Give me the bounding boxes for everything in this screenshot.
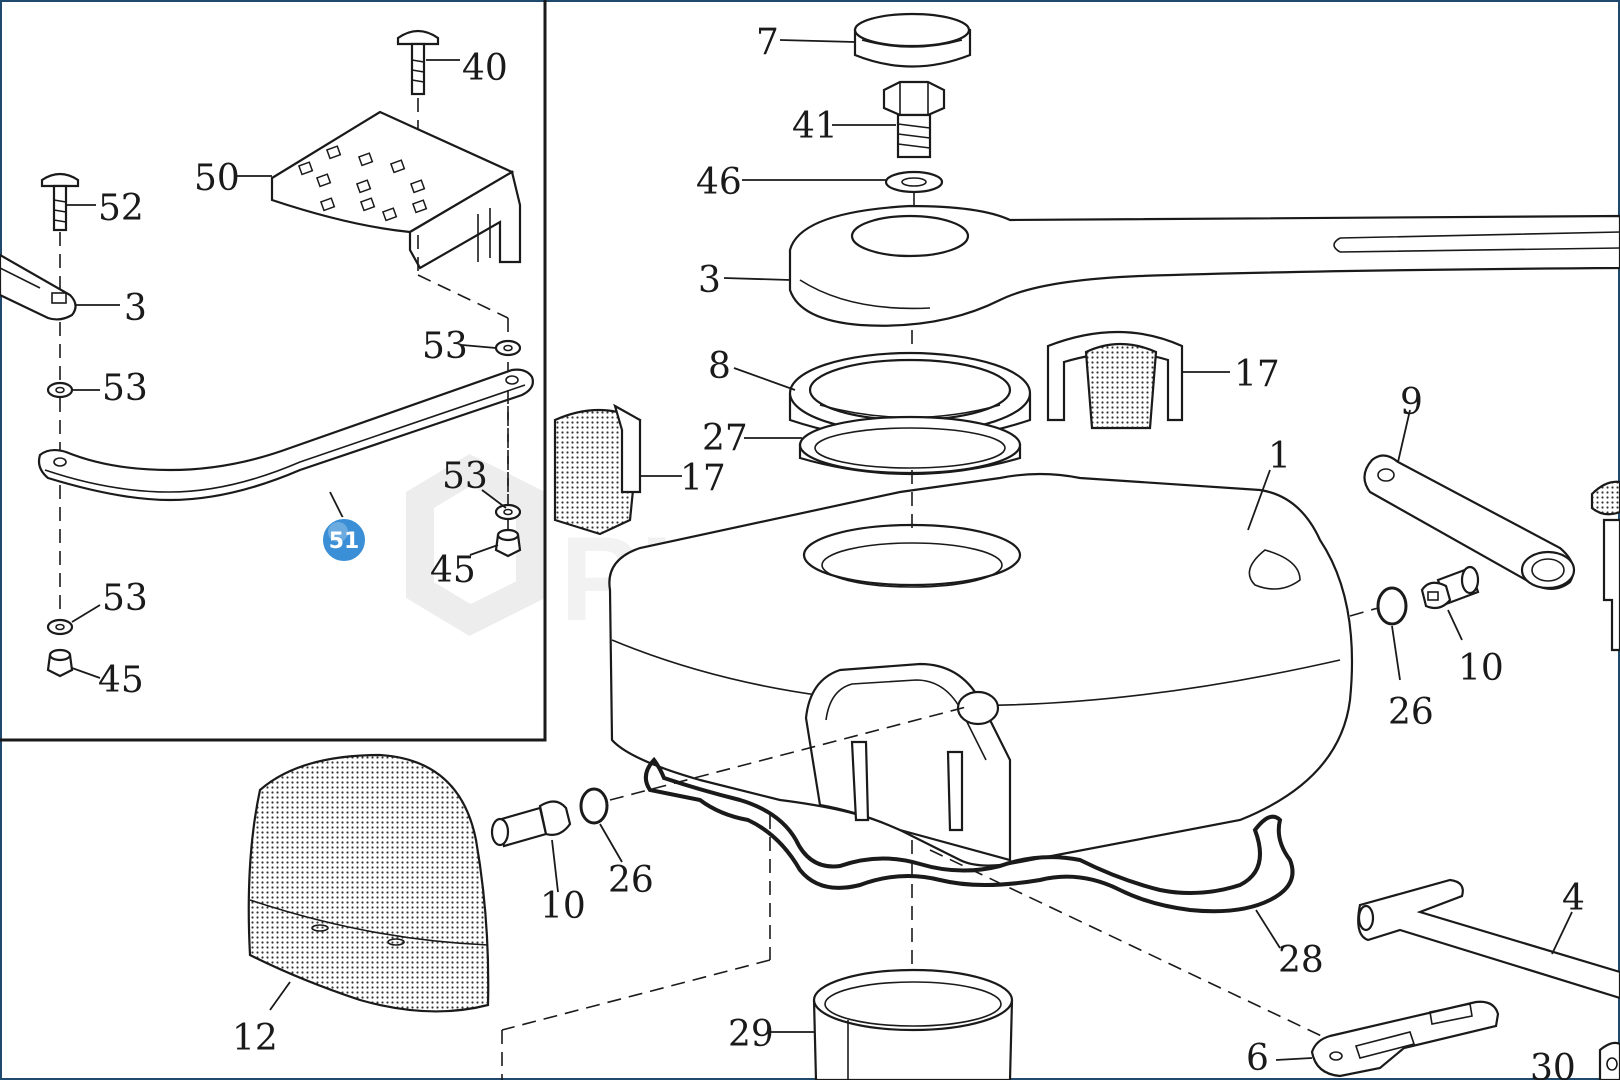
label-28: 28 <box>1278 940 1324 981</box>
label-53-d: 53 <box>102 578 148 619</box>
label-50: 50 <box>194 158 240 199</box>
label-17-right: 17 <box>1234 354 1280 395</box>
label-10-right: 10 <box>1458 648 1504 689</box>
washer-53-right-top[interactable] <box>494 339 522 357</box>
washer-53-left-top[interactable] <box>46 381 74 399</box>
guard-17-right[interactable] <box>1046 330 1184 430</box>
label-9: 9 <box>1400 382 1423 423</box>
label-29: 29 <box>728 1014 774 1055</box>
label-17-left: 17 <box>680 458 726 499</box>
label-41: 41 <box>792 106 838 147</box>
bolt-41[interactable] <box>882 80 946 159</box>
label-46: 46 <box>696 162 742 203</box>
nut-45-left[interactable] <box>46 648 74 678</box>
main-assembly: 7 41 46 3 8 27 17 17 9 1 10 26 10 26 28 … <box>232 12 1620 1085</box>
label-53-c: 53 <box>442 456 488 497</box>
label-27: 27 <box>702 418 748 459</box>
bolt-40[interactable] <box>396 29 440 96</box>
latch-6[interactable] <box>1310 1000 1500 1078</box>
washer-53-left-bottom[interactable] <box>46 618 74 636</box>
label-26-right: 26 <box>1388 692 1434 733</box>
link-arm-51[interactable] <box>37 368 534 502</box>
o-ring-26-right[interactable] <box>1376 586 1408 626</box>
label-53-a: 53 <box>102 368 148 409</box>
cap-7[interactable] <box>853 12 972 68</box>
lever-3[interactable] <box>788 204 1620 327</box>
label-7: 7 <box>756 22 779 63</box>
label-45-a: 45 <box>430 550 476 591</box>
label-53-b: 53 <box>422 326 468 367</box>
ring-27[interactable] <box>798 415 1022 476</box>
label-40: 40 <box>462 48 508 89</box>
nut-45-right[interactable] <box>494 528 522 558</box>
label-4: 4 <box>1562 878 1585 919</box>
label-26-left: 26 <box>608 860 654 901</box>
part-51-badge[interactable]: 51 <box>321 517 367 563</box>
housing-1[interactable] <box>608 472 1354 867</box>
arm-9[interactable] <box>1363 454 1576 590</box>
part-30[interactable] <box>1598 1041 1620 1082</box>
plate-50[interactable] <box>270 110 522 270</box>
right-edge-part[interactable] <box>1590 480 1620 652</box>
lever-3-inset[interactable] <box>0 253 77 321</box>
arm-4[interactable] <box>1357 878 1620 1000</box>
cover-12[interactable] <box>247 753 490 1013</box>
label-30: 30 <box>1530 1048 1576 1080</box>
washer-53-right-bottom[interactable] <box>494 503 522 521</box>
label-12: 12 <box>232 1018 278 1059</box>
label-6: 6 <box>1246 1038 1269 1079</box>
label-10-left: 10 <box>540 886 586 927</box>
label-1: 1 <box>1268 436 1291 477</box>
plug-10-left[interactable] <box>490 800 572 848</box>
gasket-28[interactable] <box>643 756 1295 914</box>
label-8: 8 <box>708 346 731 387</box>
ring-29[interactable] <box>812 968 1014 1082</box>
washer-46[interactable] <box>884 170 944 194</box>
label-52: 52 <box>98 188 144 229</box>
label-45-b: 45 <box>98 660 144 701</box>
bolt-52[interactable] <box>40 172 80 232</box>
inset-panel: 40 50 52 3 53 53 53 53 45 45 51 <box>0 0 547 742</box>
label-3: 3 <box>698 260 721 301</box>
badge-51-label: 51 <box>329 529 360 554</box>
label-3-inset: 3 <box>124 288 147 329</box>
guard-17-left[interactable] <box>553 403 642 536</box>
o-ring-26-left[interactable] <box>579 787 609 825</box>
plug-10-right[interactable] <box>1420 565 1480 610</box>
